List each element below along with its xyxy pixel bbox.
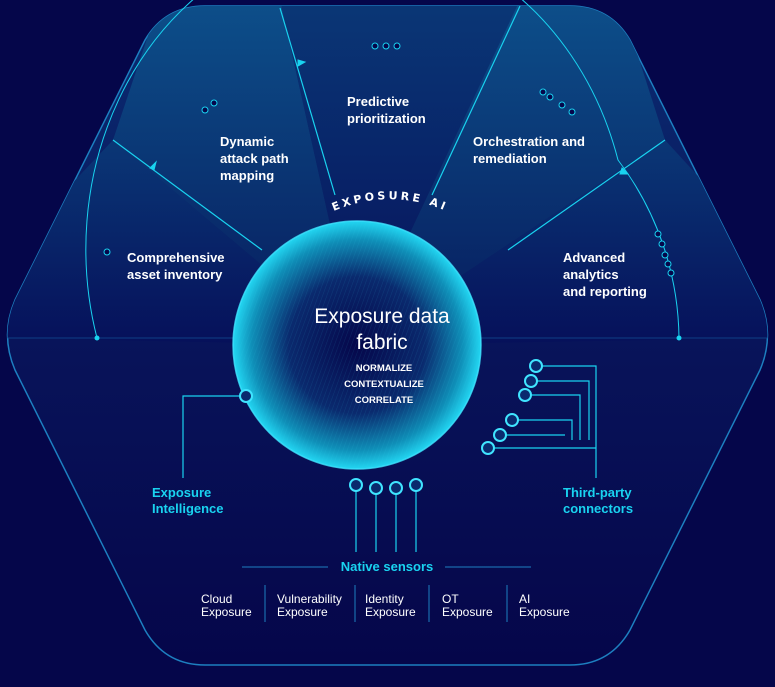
capability-predictive-prioritization: Predictive prioritization — [347, 94, 426, 126]
svg-text:Exposure: Exposure — [442, 605, 493, 619]
input-nodes — [239, 359, 543, 495]
svg-text:Exposure: Exposure — [277, 605, 328, 619]
native-sensors-header: Native sensors — [242, 559, 531, 574]
svg-text:Vulnerability: Vulnerability — [277, 592, 342, 606]
svg-text:AI: AI — [519, 592, 530, 606]
svg-text:asset inventory: asset inventory — [127, 267, 223, 282]
capability-orchestration-remediation: Orchestration and remediation — [473, 134, 585, 166]
exposure-intelligence-label: Exposure Intelligence — [152, 485, 224, 516]
svg-text:Exposure: Exposure — [201, 605, 252, 619]
exposure-data-fabric-sphere: EXPOSURE AI Exposure data fabric NORMALI… — [232, 189, 482, 470]
svg-text:Exposure: Exposure — [365, 605, 416, 619]
svg-text:Advanced: Advanced — [563, 250, 625, 265]
core-step: CONTEXTUALIZE — [344, 379, 424, 390]
svg-text:attack path: attack path — [220, 151, 289, 166]
svg-text:Exposure: Exposure — [519, 605, 570, 619]
core-title-line1: Exposure data — [314, 305, 450, 328]
svg-text:Third-party: Third-party — [563, 485, 632, 500]
capability-dynamic-attack-path-mapping: Dynamic attack path mapping — [220, 134, 289, 183]
svg-text:Dynamic: Dynamic — [220, 134, 274, 149]
third-party-connectors-label: Third-party connectors — [563, 485, 633, 516]
svg-text:Cloud: Cloud — [201, 592, 232, 606]
progress-arc — [85, 0, 682, 341]
svg-text:and reporting: and reporting — [563, 284, 647, 299]
svg-text:analytics: analytics — [563, 267, 619, 282]
capability-comprehensive-asset-inventory: Comprehensive asset inventory — [127, 250, 225, 282]
svg-text:Predictive: Predictive — [347, 94, 409, 109]
svg-text:remediation: remediation — [473, 151, 547, 166]
core-title-line2: fabric — [356, 331, 407, 354]
svg-text:connectors: connectors — [563, 501, 633, 516]
svg-text:Identity: Identity — [365, 592, 404, 606]
svg-text:OT: OT — [442, 592, 459, 606]
svg-text:Native sensors: Native sensors — [341, 559, 434, 574]
svg-text:Comprehensive: Comprehensive — [127, 250, 225, 265]
connector-lines — [182, 365, 597, 552]
svg-text:Exposure: Exposure — [152, 485, 211, 500]
svg-text:Intelligence: Intelligence — [152, 501, 224, 516]
core-step: NORMALIZE — [356, 363, 412, 374]
svg-text:prioritization: prioritization — [347, 111, 426, 126]
capability-advanced-analytics-reporting: Advanced analytics and reporting — [563, 250, 647, 299]
svg-text:Orchestration and: Orchestration and — [473, 134, 585, 149]
svg-text:mapping: mapping — [220, 168, 274, 183]
core-step: CORRELATE — [355, 395, 413, 406]
